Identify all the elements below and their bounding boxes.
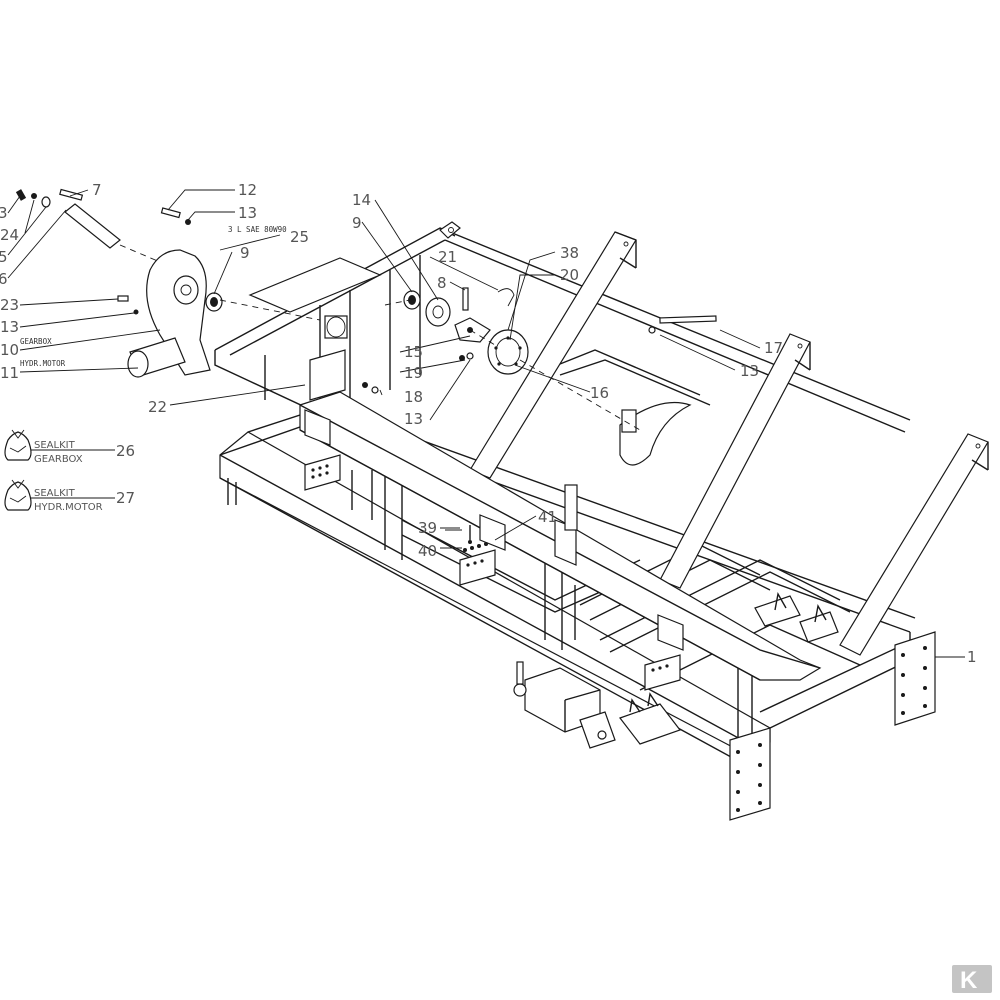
oil-note: 3 L SAE 80W90: [228, 225, 287, 234]
gearbox-assembly: [15, 188, 321, 378]
callout-40: 40: [418, 542, 437, 560]
callout-1: 1: [967, 648, 977, 666]
sealkit-bag-icon: [4, 429, 32, 461]
callout-18: 18: [404, 388, 423, 406]
callout-13: 13: [740, 362, 759, 380]
callout-13: 13: [0, 318, 19, 336]
callout-5: 5: [0, 248, 8, 266]
sealkit-hydr-line2: HYDR.MOTOR: [34, 502, 103, 513]
gearbox-note: GEARBOX: [20, 337, 52, 346]
callout-3: 3: [0, 204, 8, 222]
callout-9: 9: [240, 244, 250, 262]
callout-labels: 7 3 24 5 6 23 13 10 11 12 13 25 9 14 9 2…: [0, 181, 977, 666]
hitch: [513, 661, 616, 749]
sealkit-hydr-line1: SEALKIT: [34, 488, 76, 499]
callout-9: 9: [352, 214, 362, 232]
drive-assembly: [362, 287, 717, 466]
callout-26: 26: [116, 442, 135, 460]
brand-logo: K: [952, 965, 992, 994]
callout-41: 41: [538, 508, 557, 526]
logo-letter: K: [960, 967, 978, 994]
upper-frame: [214, 221, 911, 471]
callout-25: 25: [290, 228, 309, 246]
callout-6: 6: [0, 270, 8, 288]
callout-19: 19: [404, 364, 423, 382]
callout-10: 10: [0, 341, 19, 359]
small-parts-group: [445, 525, 488, 552]
diagonal-arms: [469, 231, 989, 656]
callout-11: 11: [0, 364, 19, 382]
top-plate: [248, 257, 382, 401]
callout-14: 14: [352, 191, 371, 209]
callout-22: 22: [148, 398, 167, 416]
callout-16: 16: [590, 384, 609, 402]
sealkit-gearbox-line2: GEARBOX: [34, 454, 83, 465]
diagram-notes: 3 L SAE 80W90 GEARBOX HYDR.MOTOR SEALKIT…: [20, 225, 287, 513]
sealkit-bag-icon: [4, 479, 32, 511]
callout-13: 13: [404, 410, 423, 428]
callout-15: 15: [404, 343, 423, 361]
callout-38: 38: [560, 244, 579, 262]
hydr-motor-note: HYDR.MOTOR: [20, 359, 66, 368]
callout-39: 39: [418, 519, 437, 537]
callout-21: 21: [438, 248, 457, 266]
center-beam: [299, 391, 822, 681]
callout-17: 17: [764, 339, 783, 357]
leader-lines: [7, 189, 965, 658]
callout-8: 8: [437, 274, 447, 292]
callout-20: 20: [560, 266, 579, 284]
callout-12: 12: [238, 181, 257, 199]
sealkit-gearbox-line1: SEALKIT: [34, 440, 76, 451]
callout-24: 24: [0, 226, 19, 244]
end-plates: [729, 631, 936, 821]
callout-7: 7: [92, 181, 102, 199]
callout-13: 13: [238, 204, 257, 222]
callout-27: 27: [116, 489, 135, 507]
callout-23: 23: [0, 296, 19, 314]
base-brackets: [304, 454, 839, 745]
